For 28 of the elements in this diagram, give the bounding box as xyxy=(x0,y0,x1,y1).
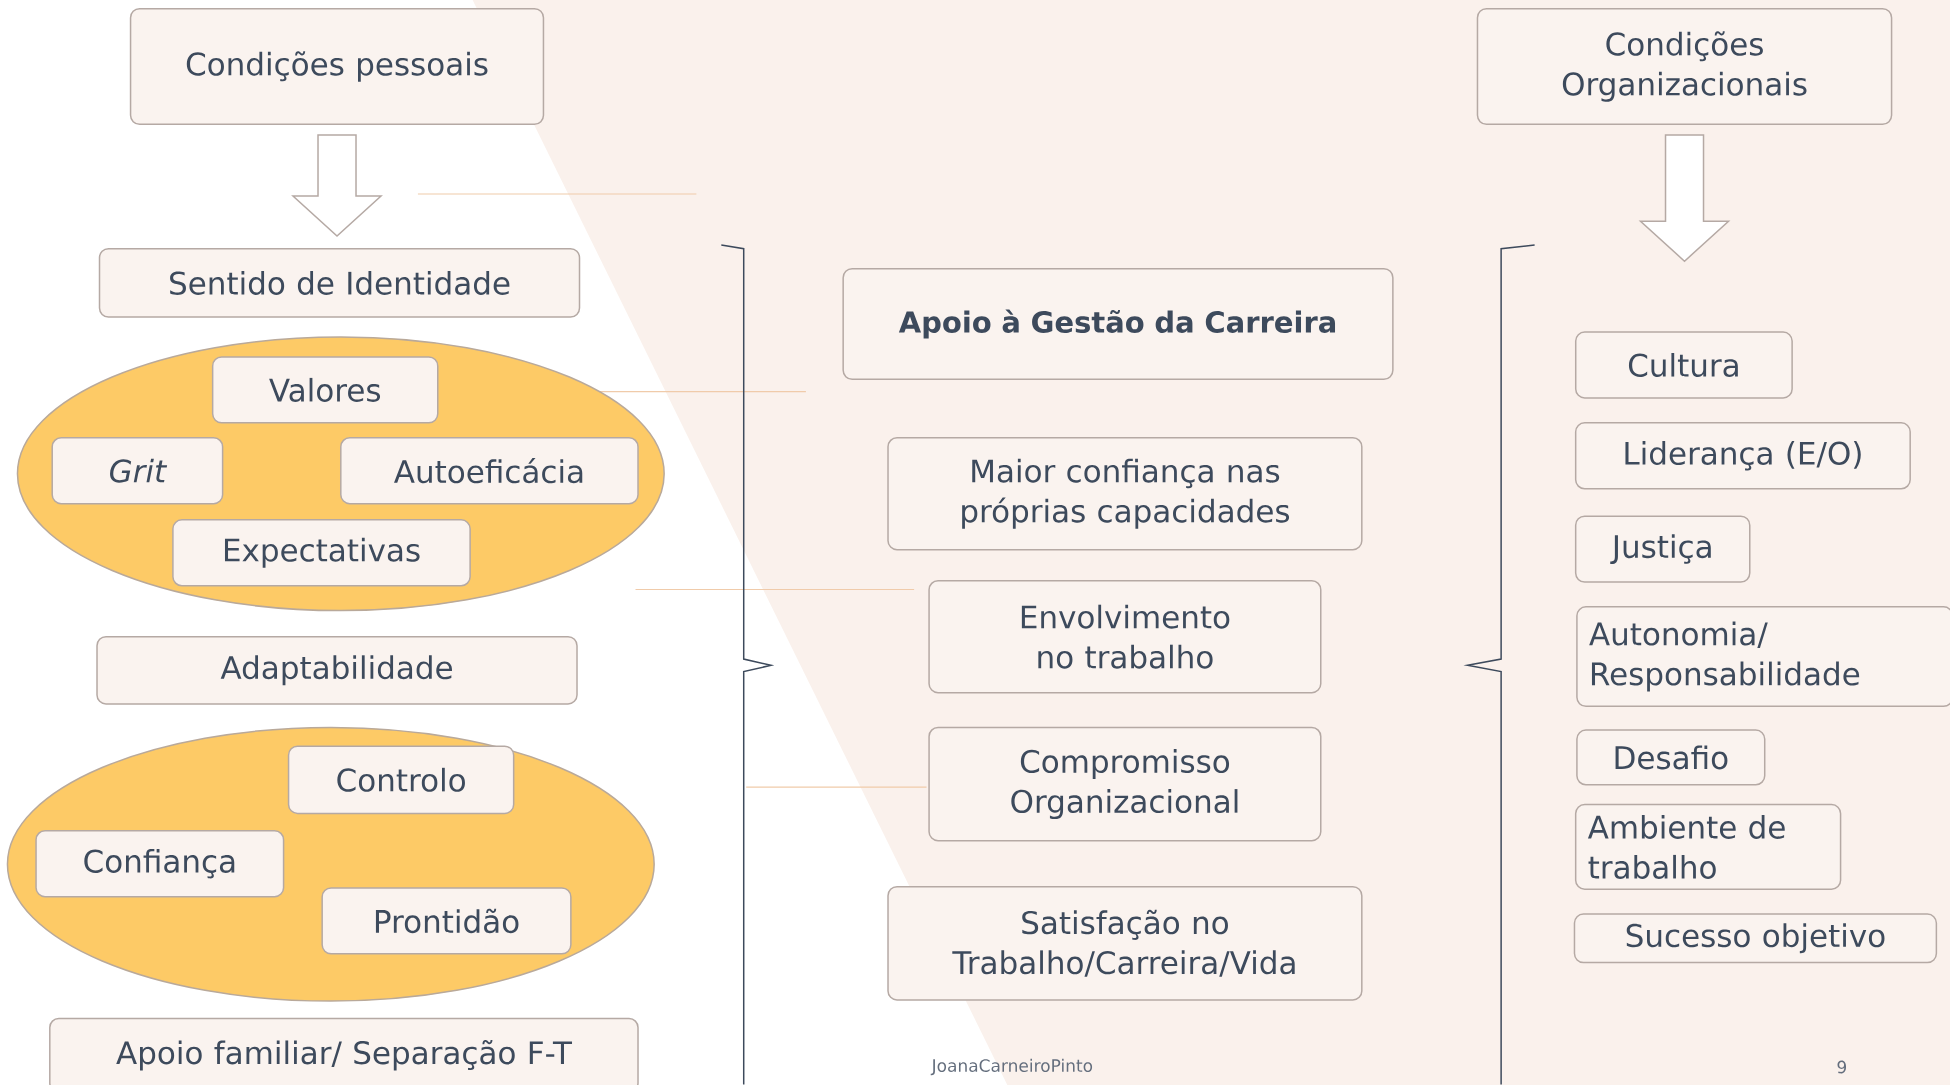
footer-text: 9 xyxy=(1837,1060,1847,1074)
text-box: Compromisso Organizacional xyxy=(928,726,1322,842)
text-box: Prontidão xyxy=(321,887,572,955)
text-box: Maior confiança nas próprias capacidades xyxy=(887,437,1363,551)
text-box: Desafio xyxy=(1576,729,1766,786)
title-box: Apoio à Gestão da Carreira xyxy=(842,267,1394,381)
text-box: Envolvimento no trabalho xyxy=(928,580,1322,694)
text-box: Autoeficácia xyxy=(340,437,639,505)
text-box: Sucesso objetivo xyxy=(1573,913,1938,964)
text-box: Autonomia/ Responsabilidade xyxy=(1576,606,1950,708)
text-box: Cultura xyxy=(1574,331,1793,399)
text-box: Controlo xyxy=(287,745,515,815)
heading-box: Condições Organizacionais xyxy=(1476,7,1893,126)
text-box: Justiça xyxy=(1574,515,1751,583)
text-box: Adaptabilidade xyxy=(96,635,578,705)
hollow-arrow xyxy=(1638,134,1731,263)
text-box: Confiança xyxy=(35,830,285,898)
text-box: Expectativas xyxy=(172,519,471,587)
footer-text: JoanaCarneiroPinto xyxy=(930,1058,1093,1076)
text-box: Satisfação no Trabalho/Carreira/Vida xyxy=(887,885,1363,1001)
hollow-arrow xyxy=(291,134,383,237)
text-box: Grit xyxy=(51,437,224,505)
heading-box: Condições pessoais xyxy=(129,7,545,126)
text-box: Liderança (E/O) xyxy=(1574,422,1911,490)
text-box: Sentido de Identidade xyxy=(98,247,581,318)
text-box: Ambiente de trabalho xyxy=(1574,803,1842,890)
text-box: Valores xyxy=(211,356,439,424)
text-box: Apoio familiar/ Separação F-T xyxy=(49,1017,639,1085)
